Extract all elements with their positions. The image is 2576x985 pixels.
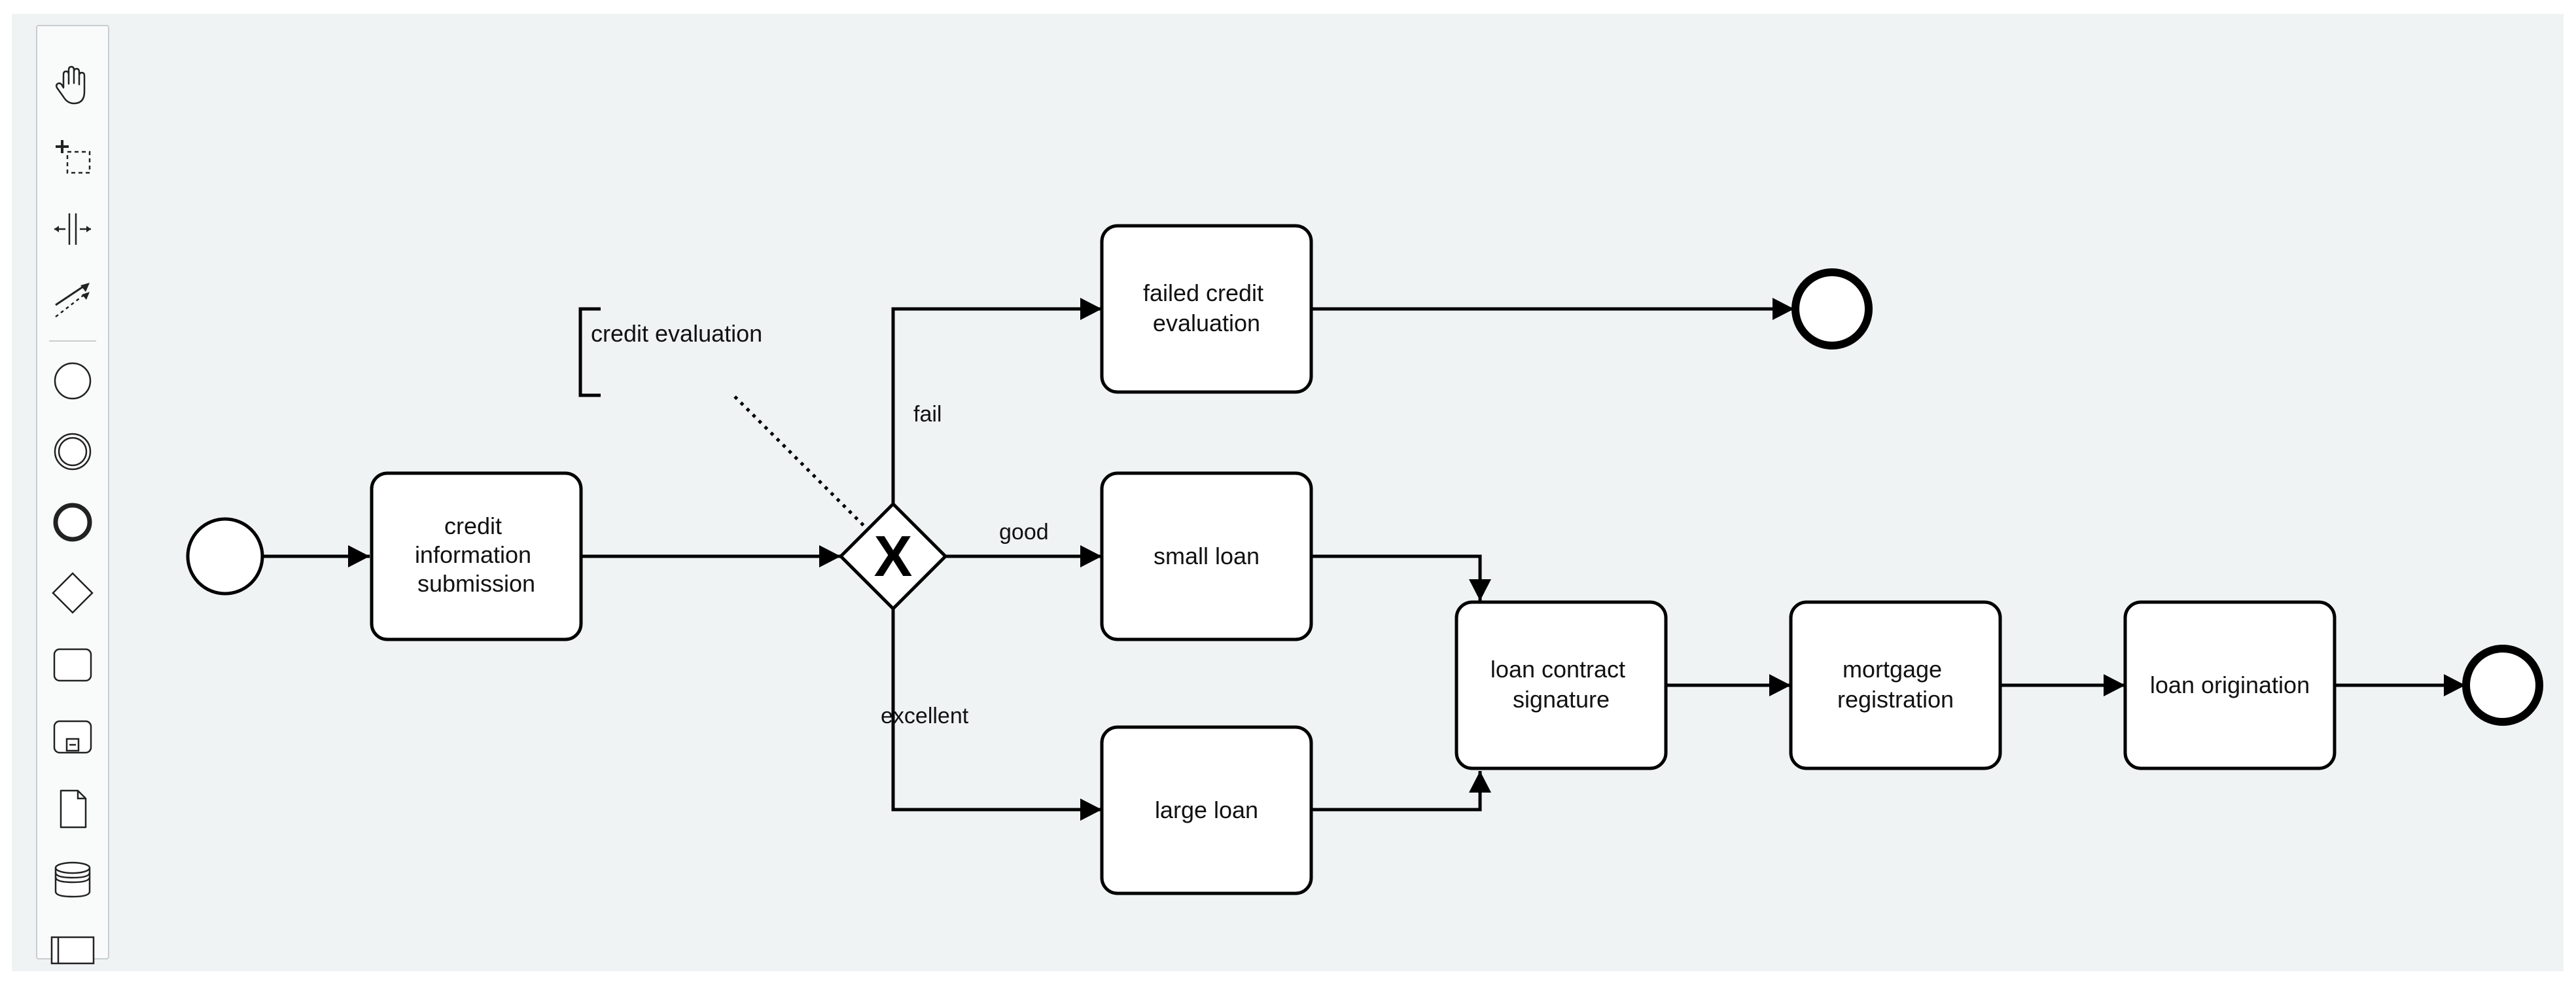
end-event-origination[interactable] [2462, 645, 2543, 726]
task-loan-contract-signature[interactable]: loan contract signature [1455, 600, 1668, 770]
svg-text:mortgage registration: mortgage registration [1837, 656, 1954, 713]
text-annotation[interactable]: credit evaluation [578, 307, 868, 530]
create-intermediate-event-button[interactable] [37, 419, 108, 484]
create-pool-button[interactable] [37, 918, 108, 983]
annotation-association [733, 395, 868, 530]
task-label-line: large loan [1155, 797, 1258, 823]
exclusive-gateway[interactable]: X [838, 501, 948, 611]
data-object-icon [60, 789, 87, 829]
flow-label-good: good [999, 520, 1049, 545]
create-subprocess-button[interactable] [37, 704, 108, 770]
end-event-failed[interactable] [1791, 268, 1873, 349]
space-tool-button[interactable] [37, 196, 108, 262]
svg-text:credit information: credit information submission [415, 512, 538, 597]
palette-separator [49, 340, 96, 342]
subprocess-icon [53, 720, 92, 754]
task-label-line: evaluation [1153, 310, 1260, 336]
task-loan-origination[interactable]: loan origination [2123, 600, 2337, 770]
flow-large-loan-to-signature[interactable] [1311, 771, 1482, 812]
annotation-bracket [578, 307, 601, 397]
hand-icon [55, 65, 86, 105]
create-data-store-button[interactable] [37, 847, 108, 912]
hand-tool-button[interactable] [37, 52, 108, 118]
task-label-line: information [415, 541, 531, 568]
gateway-marker: X [874, 524, 913, 588]
connect-icon [55, 283, 90, 317]
svg-text:loan origination: loan origination [2150, 672, 2310, 698]
create-gateway-button[interactable] [37, 560, 108, 626]
task-mortgage-registration[interactable]: mortgage registration [1789, 600, 2002, 770]
task-label-line: failed credit [1143, 279, 1263, 306]
svg-text:loan contract signature: loan contract signature [1491, 656, 1632, 713]
svg-text:failed credit evaluation: failed credit evaluation [1143, 279, 1270, 336]
flow-small-loan-to-signature[interactable] [1311, 554, 1482, 601]
tool-palette [36, 25, 109, 965]
annotation-text: credit evaluation [591, 320, 762, 347]
task-label-line: submission [417, 570, 535, 597]
svg-text:large loan: large loan [1155, 797, 1258, 823]
intermediate-event-icon [54, 433, 92, 471]
task-small-loan[interactable]: small loan [1100, 471, 1313, 641]
lasso-icon [56, 140, 91, 174]
create-end-event-button[interactable] [37, 490, 108, 555]
task-label-line: loan contract [1491, 656, 1625, 683]
flow-gateway-excellent[interactable] [891, 609, 1102, 812]
lasso-tool-button[interactable] [37, 124, 108, 190]
end-event-icon [53, 503, 92, 542]
flow-label-excellent: excellent [881, 704, 969, 728]
task-label-line: signature [1513, 686, 1610, 713]
task-large-loan[interactable]: large loan [1100, 725, 1313, 895]
task-failed-credit-evaluation[interactable]: failed credit evaluation [1100, 224, 1313, 394]
task-label-line: small loan [1154, 543, 1260, 569]
task-label-line: credit [444, 512, 502, 539]
task-icon [53, 648, 92, 682]
start-event-icon [54, 362, 92, 400]
space-icon [54, 213, 91, 245]
create-task-button[interactable] [37, 632, 108, 698]
data-store-icon [54, 861, 91, 898]
gateway-icon [52, 572, 94, 614]
pool-icon [50, 936, 95, 965]
task-label-line: registration [1837, 686, 1954, 713]
arrow-heads [348, 298, 2465, 821]
flow-label-fail: fail [913, 402, 942, 427]
create-data-object-button[interactable] [37, 776, 108, 842]
task-label-line: mortgage [1843, 656, 1942, 683]
start-event[interactable] [186, 517, 264, 596]
flow-gateway-fail[interactable] [891, 307, 1102, 504]
svg-text:small loan: small loan [1154, 543, 1260, 569]
connect-tool-button[interactable] [37, 268, 108, 334]
create-start-event-button[interactable] [37, 348, 108, 414]
task-credit-information-submission[interactable]: credit information submission [370, 471, 583, 641]
task-label-line: loan origination [2150, 672, 2310, 698]
